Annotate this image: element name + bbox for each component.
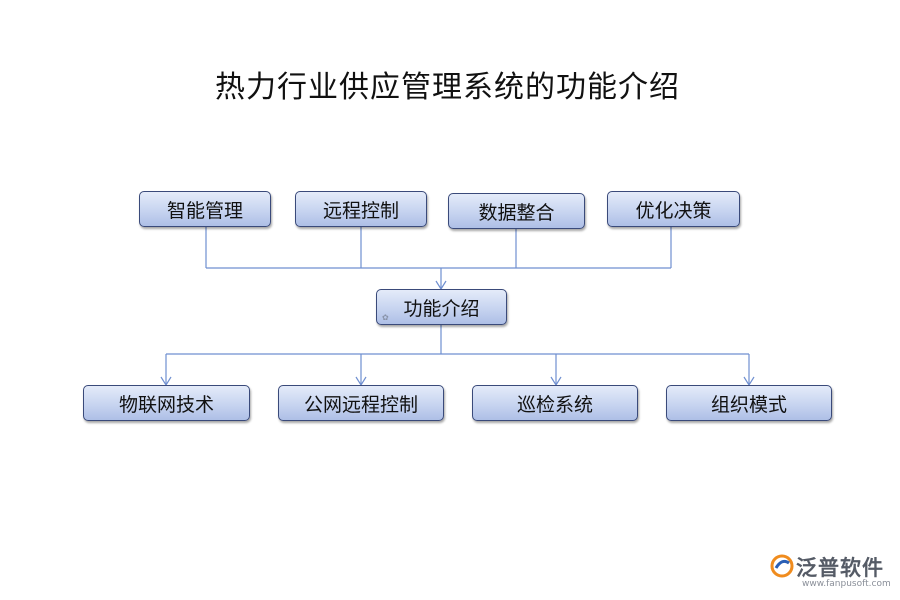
output-node-public-network-remote-control: 公网远程控制: [278, 385, 444, 421]
input-node-label: 远程控制: [322, 199, 399, 222]
output-node-label: 组织模式: [710, 393, 787, 416]
brand-logo: 泛普软件 www.fanpusoft.com: [770, 552, 895, 589]
output-node-iot: 物联网技术: [83, 385, 250, 421]
center-node-function-intro: ✿ 功能介绍: [376, 289, 507, 325]
input-node-data-integration: 数据整合: [448, 193, 585, 229]
input-node-label: 优化决策: [635, 199, 712, 222]
input-node-remote-control: 远程控制: [295, 191, 427, 227]
brand-url: www.fanpusoft.com: [802, 579, 891, 589]
input-node-label: 智能管理: [166, 199, 243, 222]
output-node-label: 物联网技术: [118, 393, 214, 416]
brand-name: 泛普软件: [796, 556, 884, 580]
input-node-label: 数据整合: [478, 201, 555, 224]
center-node-label: 功能介绍: [403, 297, 480, 320]
diagram-title: 热力行业供应管理系统的功能介绍: [215, 70, 680, 105]
output-node-label: 公网远程控制: [303, 393, 418, 416]
output-node-label: 巡检系统: [516, 393, 593, 416]
output-node-inspection-system: 巡检系统: [472, 385, 638, 421]
output-node-organization-mode: 组织模式: [666, 385, 832, 421]
fanpu-logo-icon: [770, 554, 794, 578]
input-node-smart-management: 智能管理: [139, 191, 271, 227]
watermark-mark-icon: ✿: [382, 313, 389, 322]
input-node-optimization-decision: 优化决策: [607, 191, 740, 227]
